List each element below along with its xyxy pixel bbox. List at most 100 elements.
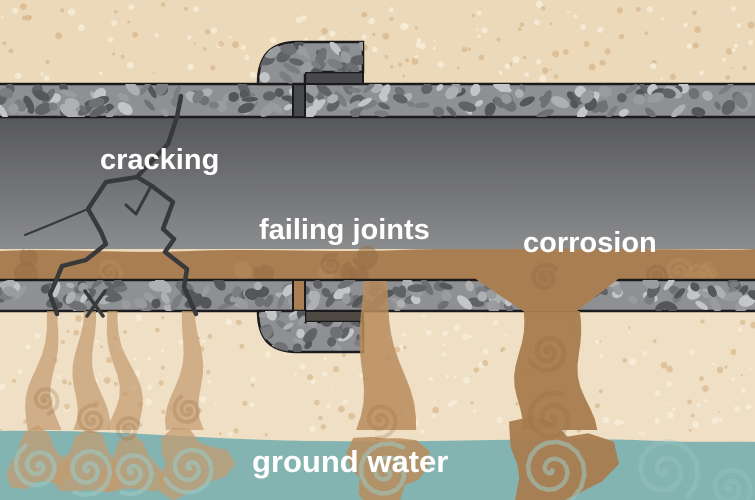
sand-speckle [228,35,232,39]
sand-speckle [747,21,755,29]
sand-speckle [264,433,268,437]
wall-pebble [313,99,326,110]
swirl-texture [77,403,104,434]
sand-speckle [686,43,692,49]
wall-pebble [334,91,347,107]
sand-speckle [692,42,699,49]
wall-pebble [661,88,676,99]
wall-pebble [632,94,646,105]
sand-speckle [731,377,736,382]
pipe-wall-top [0,82,755,119]
wall-pebble [91,280,104,289]
sand-speckle [731,67,734,70]
sand-speckle [467,47,471,51]
sand-speckle [414,55,418,59]
wall-pebble [340,51,351,64]
wall-pebble [258,311,268,319]
sand-speckle [690,413,695,418]
leak-plume-swirls [13,387,587,500]
wall-pebble [65,291,76,304]
wall-pebble [644,107,656,117]
wall-pebble [337,280,356,289]
sand-speckle [95,339,99,343]
wall-pebble [458,101,477,112]
wall-pebble [315,84,332,97]
sand-speckle [183,6,188,11]
sand-speckle [748,40,754,45]
sand-speckle [68,381,72,386]
sand-speckle [203,47,207,51]
wall-pebble [154,280,172,294]
sand-speckle [718,417,723,423]
wall-pebble [378,92,388,102]
sand-speckle [692,10,697,16]
wall-pebble [550,96,570,109]
corrosion-plume-ribbon [514,311,598,430]
sand-speckle [470,401,474,405]
sand-speckle [745,404,752,410]
joint-top-socket-gap [304,71,364,85]
sand-speckle [228,431,233,437]
wall-pebble [117,102,133,115]
sand-speckle [338,405,345,413]
sand-speckle [218,432,222,436]
sand-speckle [473,367,480,373]
wall-pebble [0,96,7,106]
sand-speckle [462,333,470,341]
sand-speckle [468,334,473,339]
sand-speckle [669,73,676,81]
wall-pebble [592,100,607,113]
wall-pebble [281,95,295,102]
sand-speckle [394,346,401,353]
wall-pebble [519,96,535,107]
sand-speckle [403,345,407,350]
wall-pebble [714,101,721,110]
sand-speckle [187,63,194,70]
sand-speckle [60,339,65,344]
swirl-texture [98,259,123,283]
crack-branch-right [134,174,199,317]
sand-speckle [716,366,724,374]
sand-speckle [618,34,625,40]
swirl-texture [33,387,60,416]
sand-speckle [512,56,520,64]
sand-speckle [597,26,604,33]
wall-pebble [707,285,717,298]
sand-speckle [472,409,477,413]
wall-pebble [79,105,87,113]
sand-speckle [158,380,164,386]
sand-speckle [422,315,426,319]
sand-speckle [2,41,7,46]
sand-speckle [12,7,19,14]
sand-speckle [333,366,340,373]
wall-pebble [747,290,755,302]
wall-pebble [470,84,481,97]
sand-speckle [1,16,4,19]
sand-speckle [236,319,242,326]
sand-speckle [703,399,708,403]
swirl-texture [163,447,214,495]
wall-pebble [315,47,327,66]
wall-pebble [642,280,660,289]
sand-speckle [402,74,405,78]
wall-pebble [340,327,350,339]
sand-speckle [321,27,328,35]
sand-speckle [389,65,394,69]
wall-pebble [254,296,266,307]
sand-speckle [128,4,135,10]
wall-pebble [292,343,302,352]
sand-speckle [207,334,213,339]
wall-pebble [269,101,283,114]
wall-pebble [222,93,229,104]
sand-speckle [672,407,676,412]
sand-speckle [402,23,409,30]
sand-speckle [12,379,16,383]
wall-pebble [3,286,18,297]
sand-speckle [493,320,499,326]
sand-speckle [56,374,61,380]
crack-network [23,93,199,318]
sand-speckle [111,20,117,27]
swirl-texture [115,416,142,441]
sand-speckle [524,72,530,78]
